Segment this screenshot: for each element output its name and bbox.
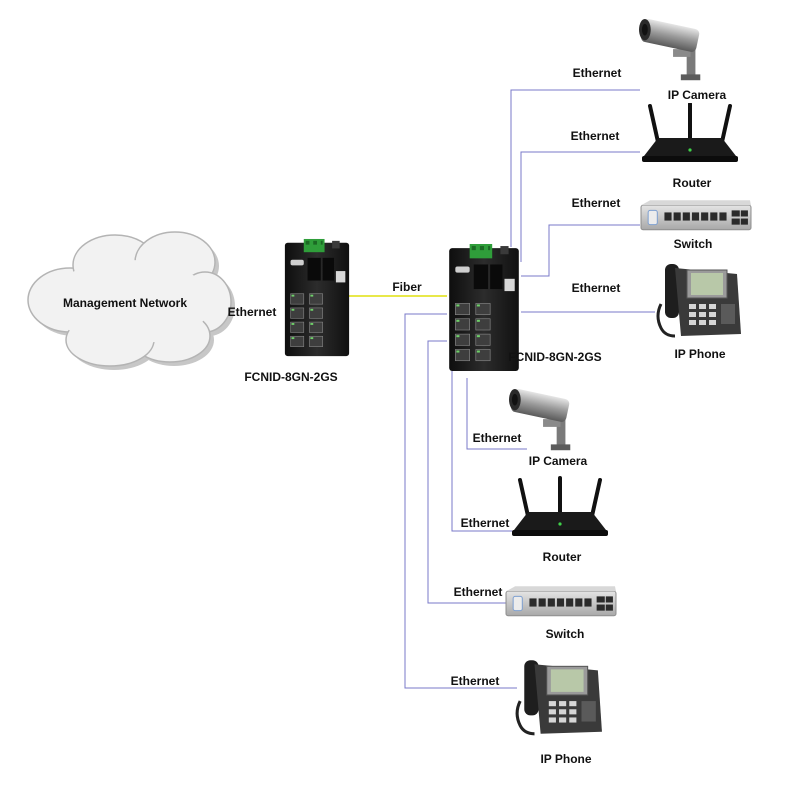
upper-phone-label: IP Phone — [674, 347, 725, 361]
management-network-label: Management Network — [63, 296, 187, 310]
link-lower-phone — [404, 313, 517, 689]
link-upper-camera — [510, 89, 640, 247]
fiber-label: Fiber — [392, 280, 422, 294]
upper-phone-icon — [656, 262, 743, 338]
lower-phone-label: IP Phone — [540, 752, 591, 766]
upper-router-icon — [642, 104, 738, 162]
lower-switch-label: Switch — [546, 627, 585, 641]
upper-camera-icon — [639, 18, 701, 81]
link-upper-switch — [521, 224, 640, 277]
lower-router-ethernet-label: Ethernet — [461, 516, 510, 530]
upper-switch-label: Switch — [674, 237, 713, 251]
upper-router-label: Router — [673, 176, 712, 190]
connection-lines — [349, 89, 655, 689]
upper-router-ethernet-label: Ethernet — [571, 129, 620, 143]
management-network-cloud — [27, 231, 235, 370]
left-ethernet-label: Ethernet — [228, 305, 277, 319]
lower-router-icon — [512, 478, 608, 536]
upper-phone-ethernet-label: Ethernet — [572, 281, 621, 295]
link-upper-router — [520, 151, 640, 262]
lower-router-label: Router — [543, 550, 582, 564]
left-switch-icon — [284, 238, 350, 357]
lower-phone-ethernet-label: Ethernet — [451, 674, 500, 688]
right-switch-label: FCNID-8GN-2GS — [508, 350, 601, 364]
lower-camera-label: IP Camera — [529, 454, 588, 468]
upper-switch-ethernet-label: Ethernet — [572, 196, 621, 210]
lower-phone-icon — [515, 658, 604, 736]
link-lower-switch — [427, 340, 508, 604]
upper-switch-icon — [640, 199, 752, 231]
lower-switch-ethernet-label: Ethernet — [454, 585, 503, 599]
lower-switch-icon — [505, 585, 617, 617]
link-lower-router — [451, 370, 512, 532]
lower-camera-ethernet-label: Ethernet — [473, 431, 522, 445]
upper-camera-label: IP Camera — [668, 88, 727, 102]
upper-camera-ethernet-label: Ethernet — [573, 66, 622, 80]
left-switch-label: FCNID-8GN-2GS — [244, 370, 337, 384]
link-lower-camera — [466, 378, 527, 450]
